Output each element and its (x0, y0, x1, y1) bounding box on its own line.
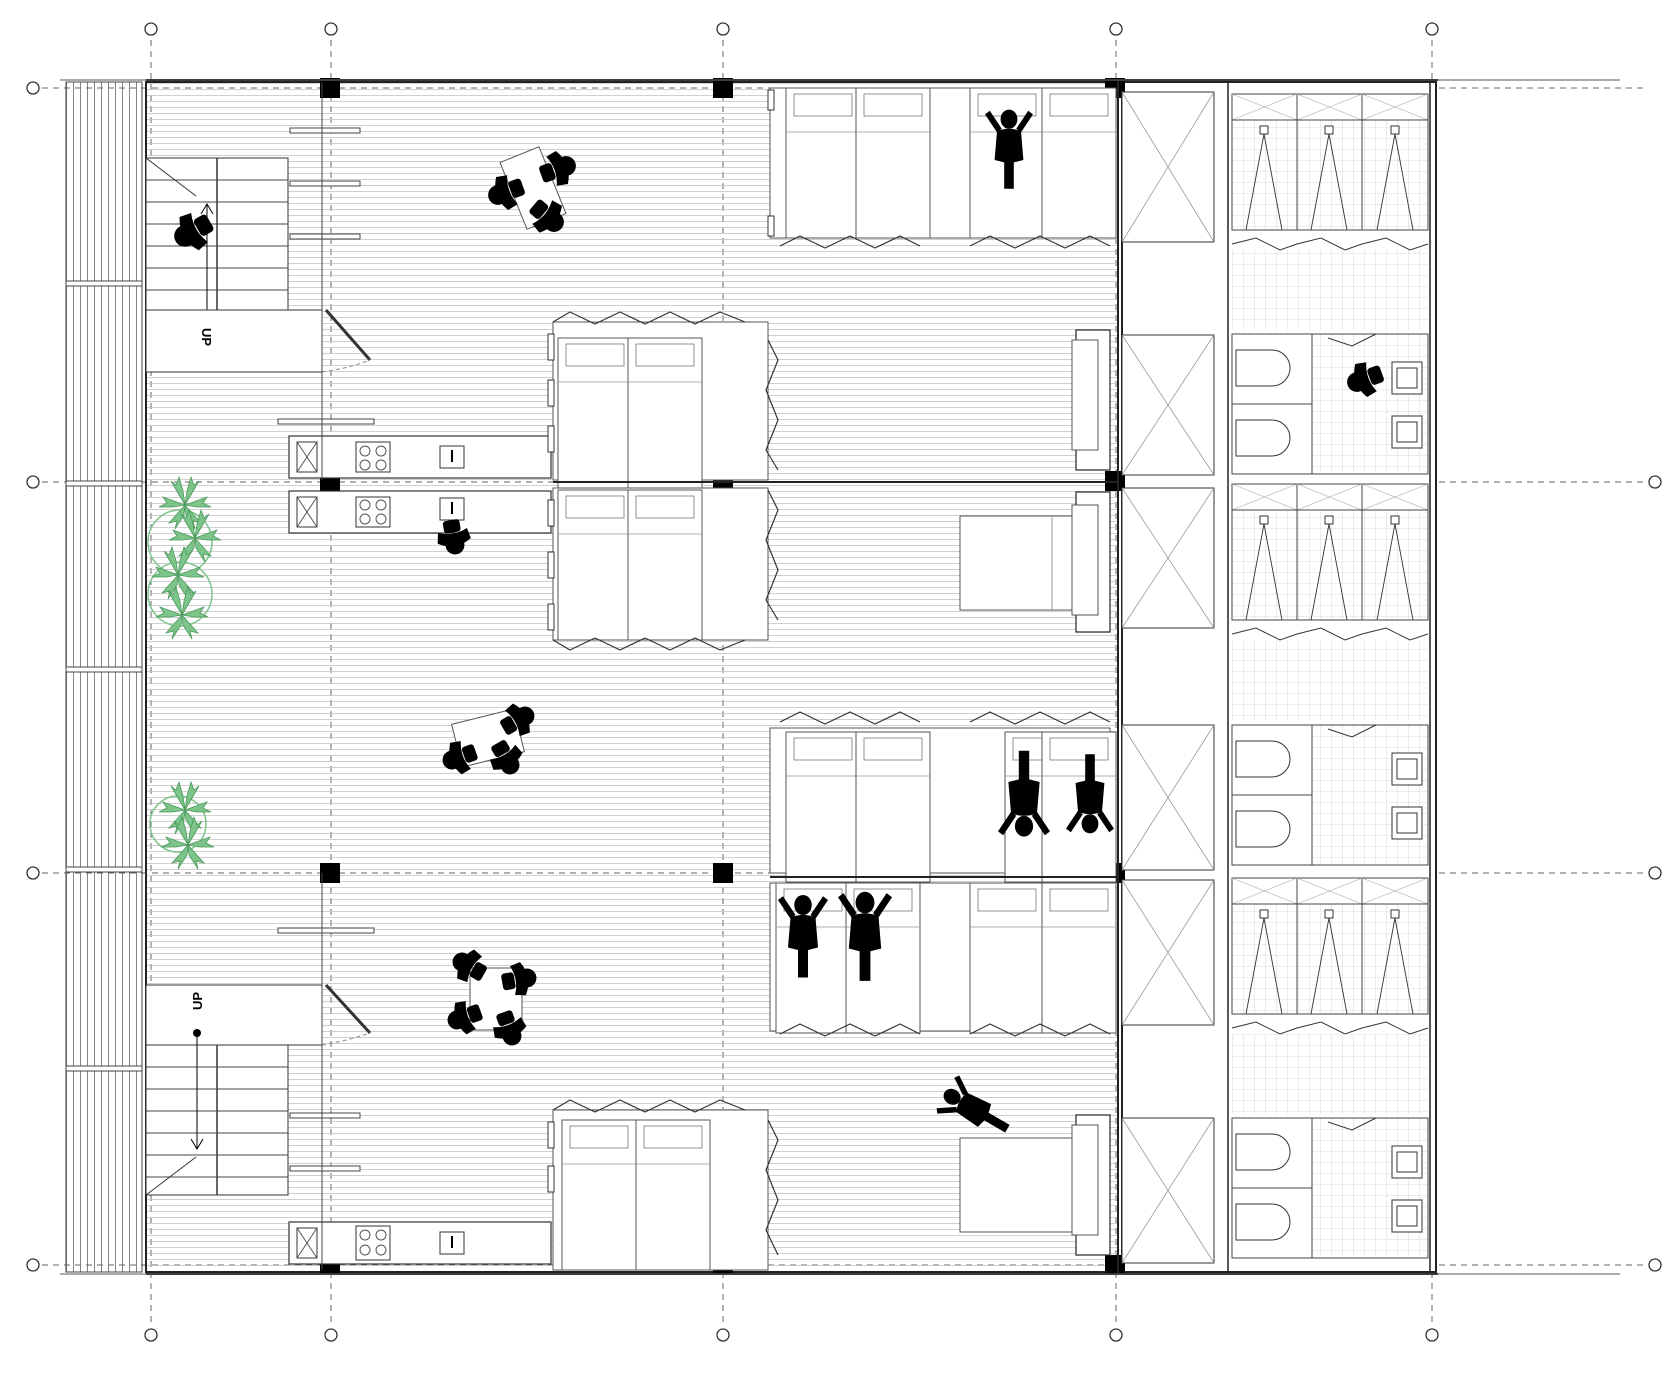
bunk-room-right-bottom-a (769, 882, 1117, 1037)
wc-sink-block-2 (1231, 724, 1429, 866)
stair-label-up: UP (199, 328, 214, 346)
stair-top: UP (145, 157, 323, 373)
bunk-room-center-top (547, 311, 779, 489)
bunk-room-center-mid (547, 487, 779, 651)
grid-bubbles (26, 22, 1662, 1342)
closets (1121, 91, 1215, 1264)
bunk-room-right-lower-mid (769, 711, 1117, 883)
bunk-room-right-bottom-b (959, 1114, 1111, 1256)
planters (147, 476, 222, 870)
tile-corridor (1227, 82, 1431, 1272)
outer-walls (60, 79, 1620, 1275)
stair-label-up: UP (190, 992, 205, 1010)
entry-doors (321, 309, 372, 1046)
terrace-railing-posts (65, 280, 143, 1072)
kitchenette-1 (288, 435, 552, 479)
bunk-room-right-top (767, 87, 1117, 249)
wc-sink-block-1 (1231, 333, 1429, 475)
stair-bottom: UP (145, 984, 323, 1196)
terrace-deck (65, 81, 143, 1273)
kitchenette-3 (288, 1221, 552, 1265)
kitchenette-2 (288, 490, 552, 534)
wc-sink-block-3 (1231, 1117, 1429, 1259)
wall-shelves (277, 82, 375, 1270)
bunk-room-center-bottom (547, 1099, 779, 1271)
dining-table-2 (437, 696, 542, 782)
main-floor (145, 81, 1119, 1273)
dining-table-3 (442, 942, 540, 1051)
dining-table-1 (482, 146, 582, 242)
bunk-room-right-upper-mid (959, 329, 1111, 633)
